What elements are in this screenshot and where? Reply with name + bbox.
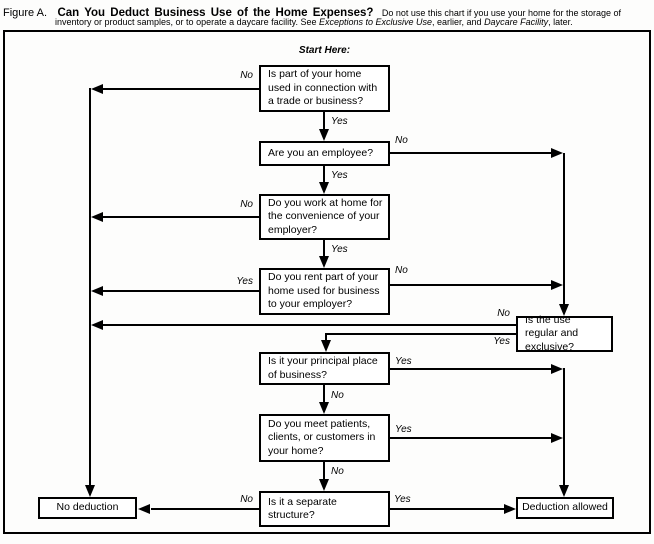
note-text: , earlier, and (432, 16, 485, 27)
node-q7: Do you meet patients, clients, or custom… (259, 414, 390, 462)
arrowhead-into-no-deduction-top (85, 485, 95, 497)
edge-q5-yes-arrowhead (321, 340, 331, 352)
edge-q3-no-label: No (240, 199, 253, 210)
edge-q3-yes-line (323, 240, 325, 256)
node-q8: Is it a separate structure? (259, 491, 390, 527)
edge-q5-yes-vline (325, 333, 327, 342)
edge-q4-yes-line (103, 290, 259, 292)
node-q2-text: Are you an employee? (268, 146, 374, 159)
edge-q1-yes-label: Yes (331, 116, 348, 127)
edge-q5-yes-hline (326, 333, 516, 335)
edge-q5-no-line (103, 324, 516, 326)
right-rail-upper-line (563, 153, 565, 304)
edge-q4-yes-label: Yes (236, 276, 253, 287)
edge-q2-no-line (390, 152, 552, 154)
figure-title: Can You Deduct Business Use of the Home … (57, 7, 374, 19)
edge-q4-no-label: No (395, 265, 408, 276)
figure-note-line2: inventory or product samples, or to oper… (55, 17, 573, 27)
node-deduction-allowed: Deduction allowed (516, 497, 614, 519)
edge-q6-yes-arrowhead (551, 364, 563, 374)
edge-q2-yes-line (323, 166, 325, 182)
node-q8-text: Is it a separate structure? (268, 495, 337, 522)
node-q5-text: Is the use regular and exclusive? (525, 313, 579, 353)
edge-q5-no-arrowhead (91, 320, 103, 330)
chart-border (3, 30, 651, 534)
edge-q5-yes-label: Yes (493, 336, 510, 347)
edge-q1-yes-line (323, 112, 325, 130)
edge-q6-no-line (323, 385, 325, 402)
note-text: inventory or product samples, or to oper… (55, 16, 319, 27)
edge-q8-yes-line (390, 508, 504, 510)
edge-q4-yes-arrowhead (91, 286, 103, 296)
right-rail-lower-line (563, 368, 565, 485)
node-q5: Is the use regular and exclusive? (516, 314, 613, 353)
edge-q6-yes-label: Yes (395, 356, 412, 367)
edge-q4-no-arrowhead (551, 280, 563, 290)
figure-header-line1: Figure A. Can You Deduct Business Use of… (3, 3, 621, 21)
figure-note-line1: Do not use this chart if you use your ho… (381, 8, 622, 18)
arrowhead-into-q5-top (559, 304, 569, 316)
edge-q3-no-line (103, 216, 259, 218)
edge-q2-yes-label: Yes (331, 170, 348, 181)
figure-label: Figure A. (3, 7, 48, 19)
node-no-deduction: No deduction (38, 497, 137, 519)
edge-q5-no-label: No (497, 308, 510, 319)
edge-q8-no-arrowhead (138, 504, 150, 514)
edge-q1-no-line (103, 88, 259, 90)
edge-q8-yes-label: Yes (394, 494, 411, 505)
edge-q7-no-line (323, 462, 325, 479)
node-q1: Is part of your home used in connection … (259, 65, 390, 112)
edge-q7-yes-line (390, 437, 552, 439)
edge-q7-no-label: No (331, 466, 344, 477)
node-q1-text: Is part of your home used in connection … (268, 68, 378, 108)
node-no-deduction-text: No deduction (56, 501, 119, 514)
edge-q4-no-line (390, 284, 552, 286)
node-q4-text: Do you rent part of your home used for b… (268, 271, 380, 311)
edge-q3-yes-label: Yes (331, 244, 348, 255)
edge-q6-yes-line (390, 368, 552, 370)
node-deduction-allowed-text: Deduction allowed (522, 501, 608, 514)
edge-q7-yes-arrowhead (551, 433, 563, 443)
edge-q2-no-label: No (395, 135, 408, 146)
edge-q7-yes-label: Yes (395, 424, 412, 435)
edge-q1-no-label: No (240, 70, 253, 81)
edge-q8-yes-arrowhead (504, 504, 516, 514)
edge-q8-no-line (151, 508, 259, 510)
node-q6: Is it your principal place of business? (259, 352, 390, 385)
start-here-label: Start Here: (298, 45, 351, 56)
edge-q8-no-label: No (240, 494, 253, 505)
edge-q6-no-arrowhead (319, 402, 329, 414)
edge-q1-no-arrowhead (91, 84, 103, 94)
note-italic-daycare: Daycare Facility (484, 16, 549, 27)
edge-q7-no-arrowhead (319, 479, 329, 491)
node-q4: Do you rent part of your home used for b… (259, 268, 390, 315)
note-text: , later. (548, 16, 573, 27)
node-q3: Do you work at home for the convenience … (259, 194, 390, 240)
edge-q2-yes-arrowhead (319, 182, 329, 194)
node-q3-text: Do you work at home for the convenience … (268, 196, 383, 236)
node-q2: Are you an employee? (259, 141, 390, 166)
node-q6-text: Is it your principal place of business? (268, 355, 378, 381)
edge-q6-no-label: No (331, 390, 344, 401)
note-italic-exceptions: Exceptions to Exclusive Use (318, 16, 433, 27)
left-rail-line (89, 88, 91, 485)
edge-q2-no-arrowhead (551, 148, 563, 158)
arrowhead-into-deduction-allowed-top (559, 485, 569, 497)
edge-q3-yes-arrowhead (319, 256, 329, 268)
edge-q1-yes-arrowhead (319, 129, 329, 141)
edge-q3-no-arrowhead (91, 212, 103, 222)
node-q7-text: Do you meet patients, clients, or custom… (268, 417, 376, 457)
